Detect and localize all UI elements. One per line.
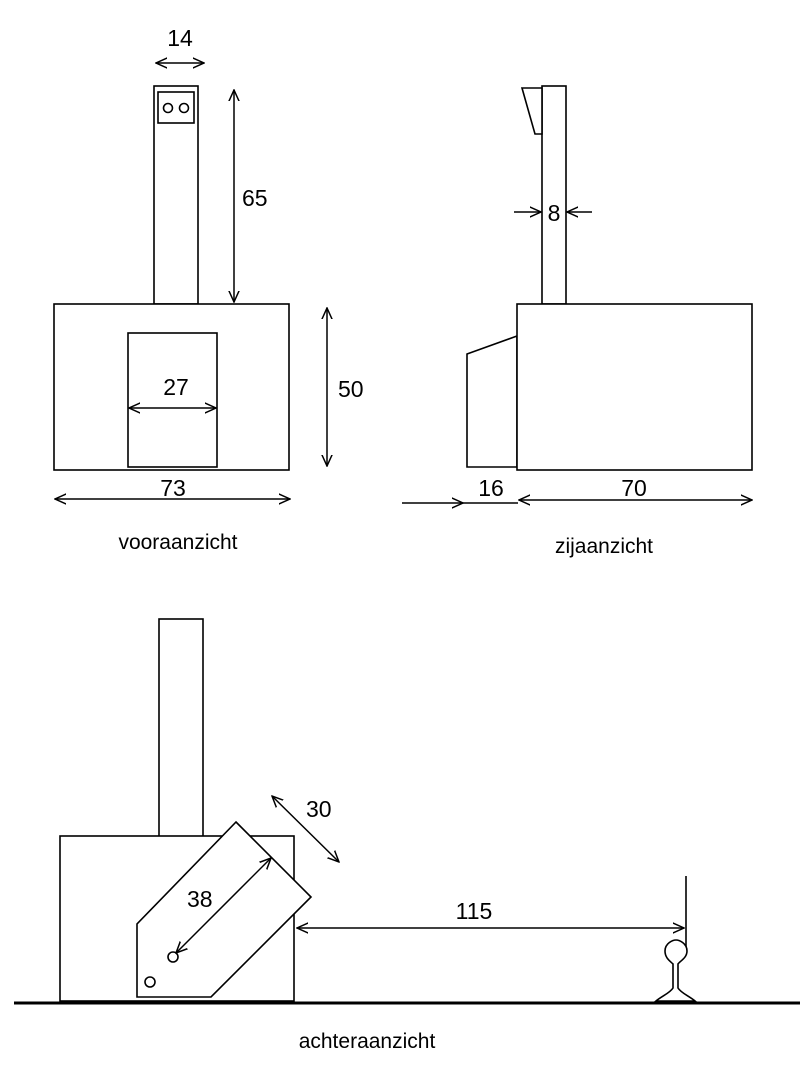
dim-line-flap-length (176, 858, 271, 953)
front-chimney-hole-left (162, 102, 174, 114)
rear-chimney (158, 618, 204, 838)
front-chimney-hole-right (178, 102, 190, 114)
side-body (516, 303, 753, 471)
front-view-caption: vooraanzicht (118, 531, 237, 554)
side-chimney (541, 85, 567, 305)
front-door (127, 332, 218, 468)
dim-flap-length: 38 (187, 886, 213, 912)
rear-view-caption: achteraanzicht (299, 1030, 436, 1053)
side-view: 8 16 70 zijaanzicht (402, 85, 753, 558)
dim-chimney-depth: 8 (548, 200, 561, 226)
rear-view: 30 38 115 achteraanzicht (14, 618, 800, 1053)
dim-line-flap-offset (272, 796, 339, 862)
dim-body-height: 50 (338, 376, 364, 402)
dim-hood-depth: 16 (478, 475, 504, 501)
side-hood (466, 334, 518, 468)
dim-chimney-height: 65 (242, 185, 268, 211)
side-chimney-flap (520, 87, 543, 135)
dim-rail-distance: 115 (456, 898, 493, 924)
dim-body-width: 73 (160, 475, 186, 501)
dim-chimney-width: 14 (167, 25, 193, 51)
rear-flap-pivot (167, 951, 179, 963)
side-view-caption: zijaanzicht (555, 535, 653, 558)
front-view: 14 65 50 27 73 vooraanzicht (53, 25, 364, 554)
dim-body-depth: 70 (621, 475, 647, 501)
dim-door-width: 27 (163, 374, 189, 400)
rear-body-hole (144, 976, 156, 988)
dim-flap-offset: 30 (306, 796, 332, 822)
rail-profile (653, 939, 698, 1002)
